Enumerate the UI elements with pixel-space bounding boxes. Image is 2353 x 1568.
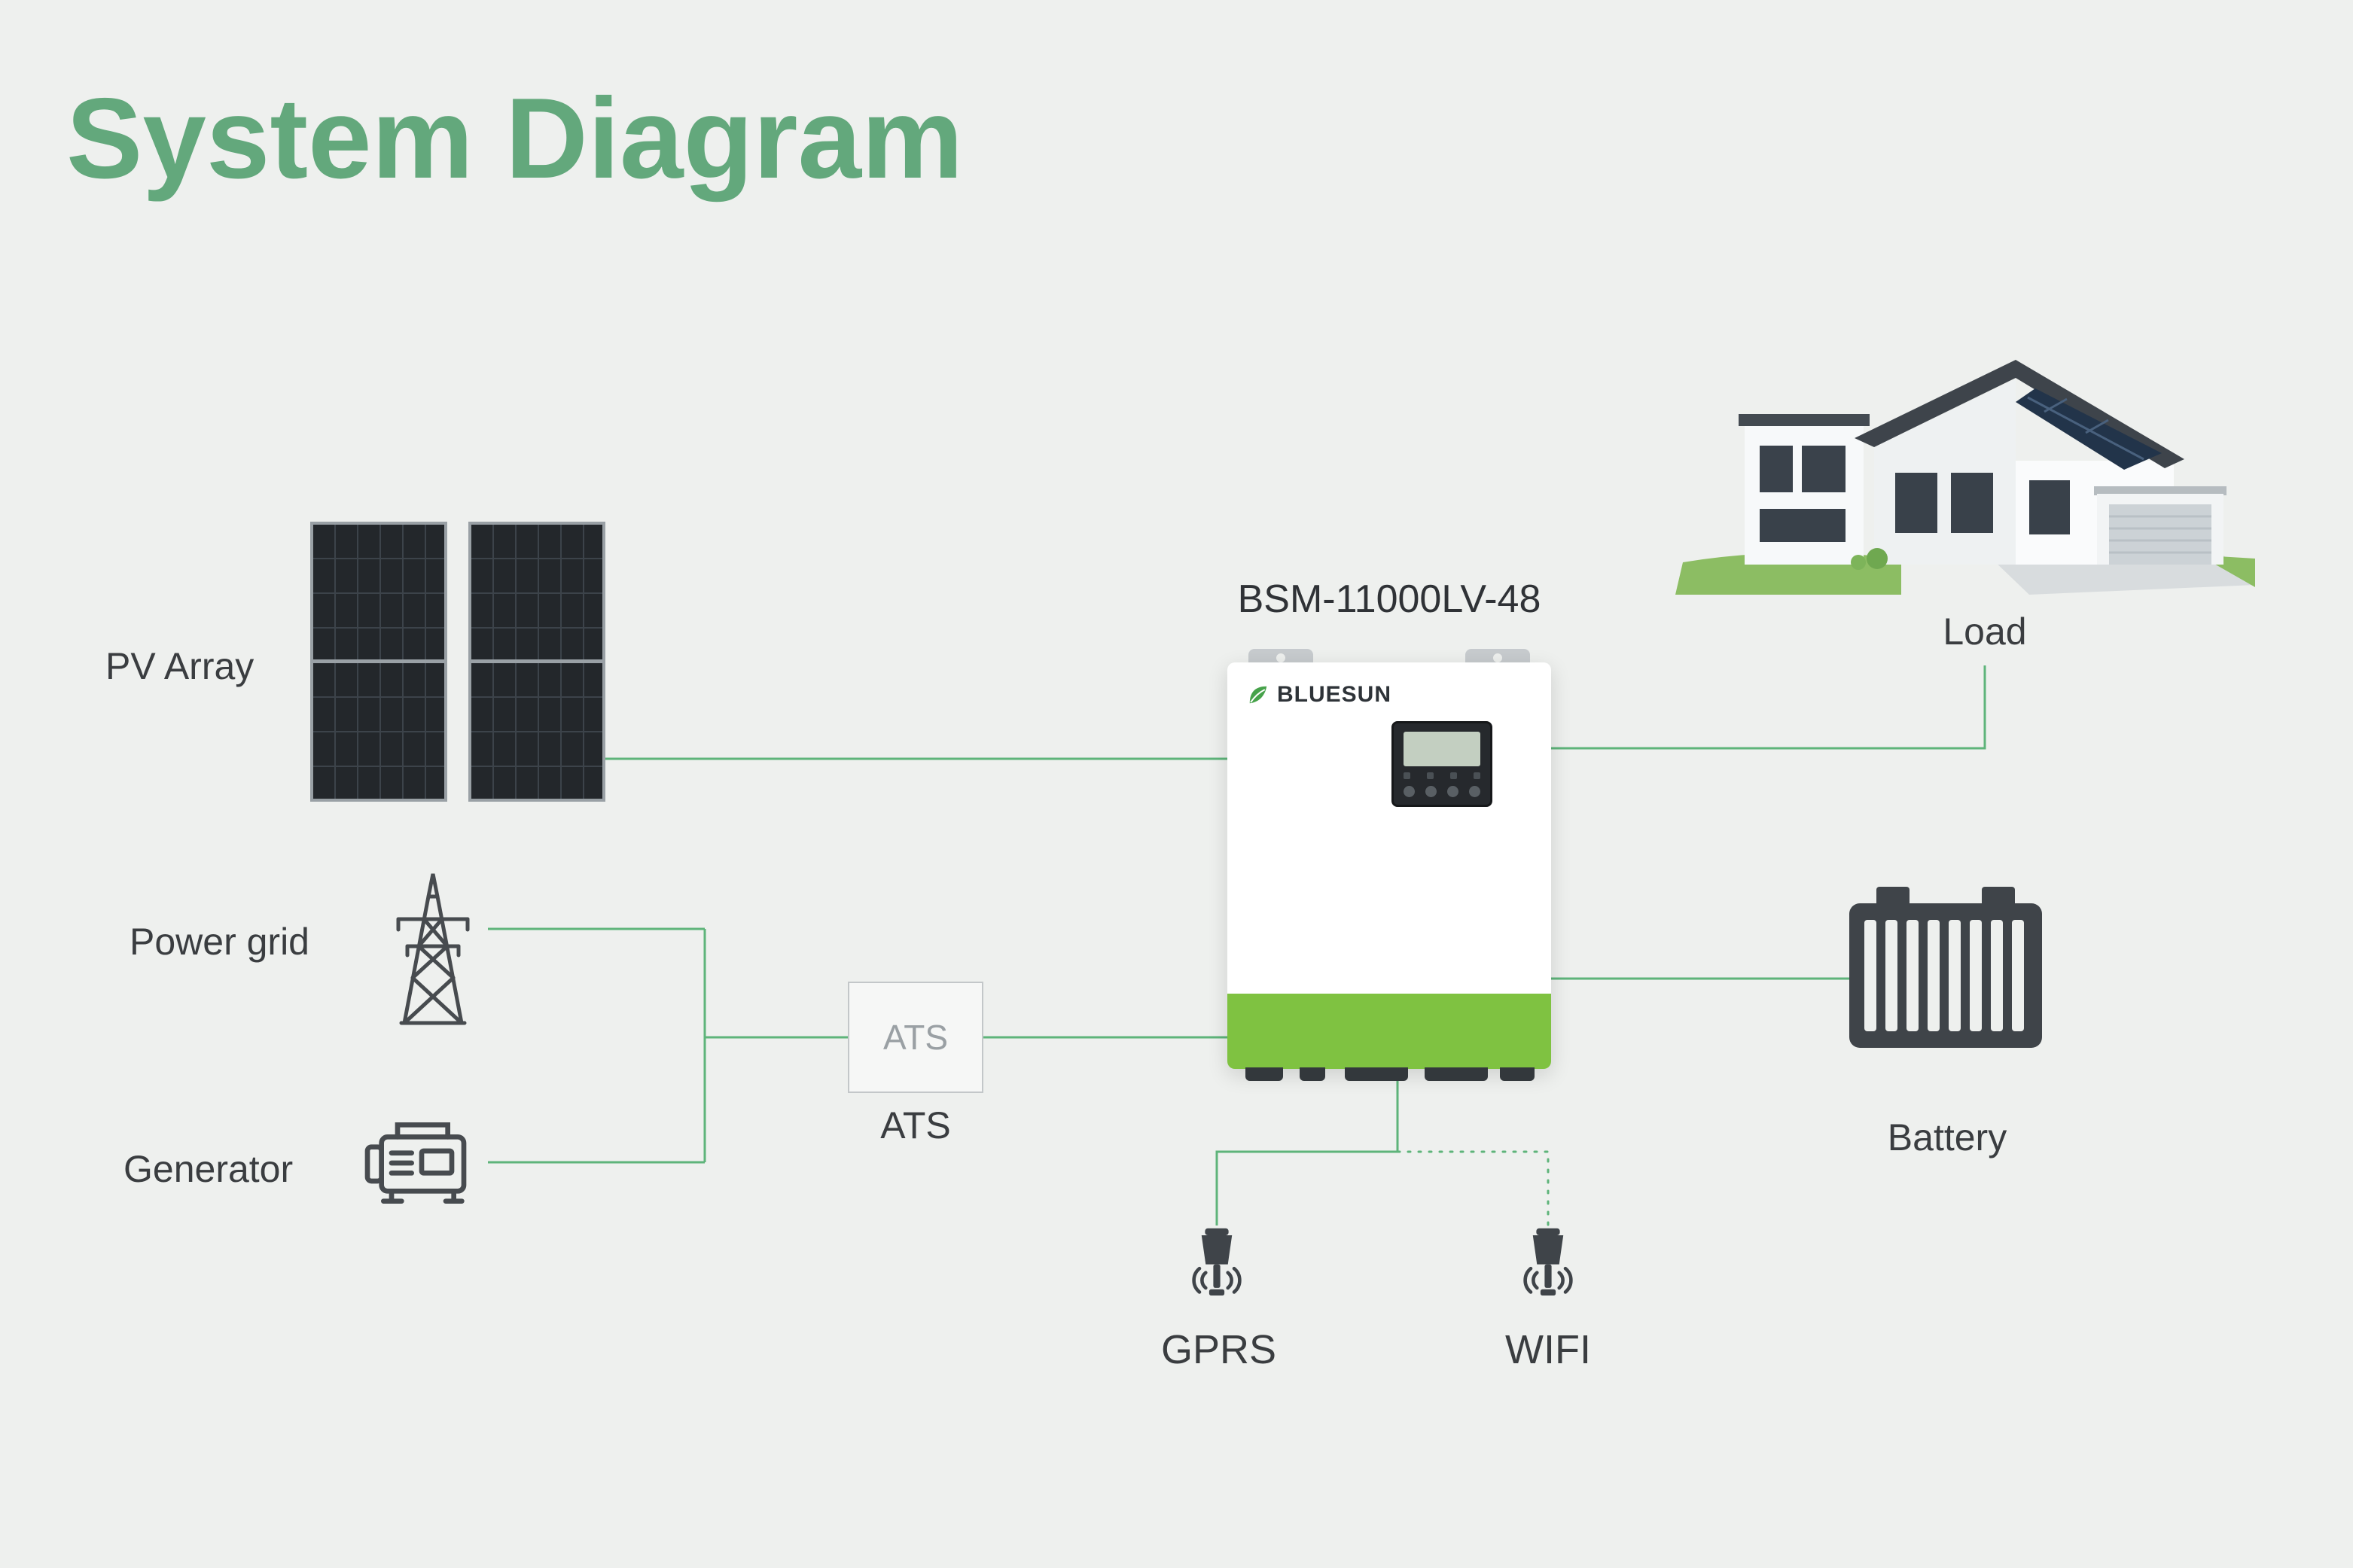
wifi-label: WIFI bbox=[1505, 1327, 1591, 1372]
battery-icon bbox=[1849, 887, 2042, 1048]
page-title: System Diagram bbox=[66, 75, 964, 202]
ats-box: ATS bbox=[848, 982, 983, 1093]
mounting-ear bbox=[1465, 649, 1530, 665]
mounting-ear bbox=[1248, 649, 1313, 665]
leaf-icon bbox=[1249, 686, 1267, 704]
battery-label: Battery bbox=[1887, 1116, 2007, 1158]
ats-box-label: ATS bbox=[882, 1018, 949, 1057]
gprs-label: GPRS bbox=[1161, 1327, 1277, 1372]
line-to-wifi-dotted bbox=[1396, 1150, 1550, 1227]
brand-text: BLUESUN bbox=[1277, 682, 1392, 707]
inverter-image: BLUESUN bbox=[1227, 649, 1551, 1081]
line-inverter-to-load bbox=[1551, 665, 1986, 750]
lcd-screen bbox=[1404, 732, 1480, 766]
power-grid-label: Power grid bbox=[130, 921, 309, 963]
generator-icon bbox=[364, 1122, 467, 1204]
pv-panel-icon bbox=[310, 522, 447, 802]
line-to-gprs bbox=[1215, 1150, 1397, 1225]
house-icon bbox=[1675, 360, 2255, 595]
lcd-indicators bbox=[1404, 772, 1480, 779]
pv-panel-icon bbox=[468, 522, 605, 802]
inverter-green-band bbox=[1227, 994, 1551, 1069]
pv-array-label: PV Array bbox=[105, 645, 255, 687]
gprs-dongle-icon bbox=[1192, 1228, 1242, 1296]
lcd-buttons bbox=[1404, 786, 1480, 797]
wifi-dongle-icon bbox=[1523, 1228, 1573, 1296]
ats-caption: ATS bbox=[880, 1104, 951, 1146]
bluesun-logo: BLUESUN bbox=[1247, 682, 1391, 708]
lcd-display bbox=[1391, 721, 1492, 807]
power-grid-icon bbox=[396, 873, 470, 1025]
generator-label: Generator bbox=[123, 1148, 294, 1190]
inverter-model-label: BSM-11000LV-48 bbox=[1237, 577, 1541, 621]
load-label: Load bbox=[1943, 610, 2027, 653]
inverter-body: BLUESUN bbox=[1227, 662, 1551, 1069]
